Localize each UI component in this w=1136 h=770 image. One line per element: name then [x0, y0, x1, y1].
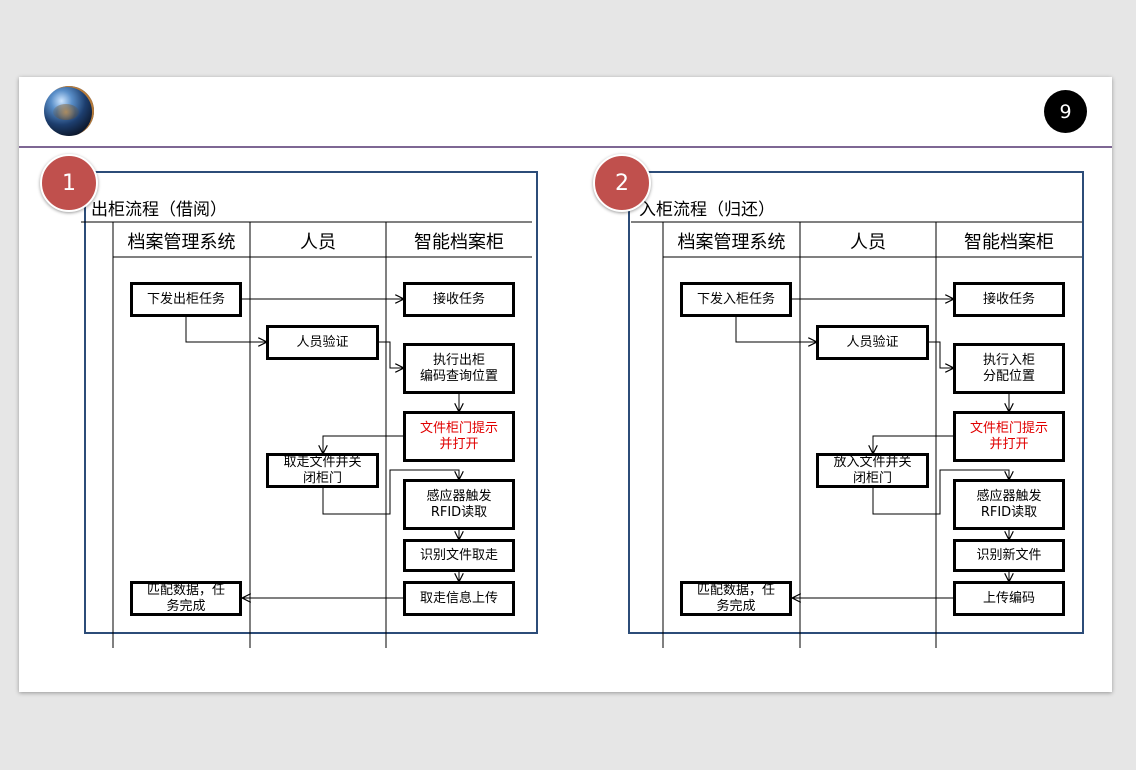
flow-arrow: [322, 469, 459, 515]
flow-connectors-1: [81, 221, 532, 648]
step-number-badge-2: 2: [593, 154, 651, 212]
flow-connectors-2: [631, 221, 1082, 648]
step-label: 放入文件并关 闭柜门: [833, 454, 912, 486]
step-box-identify: 识别新文件: [953, 539, 1065, 572]
globe-logo-icon: [44, 86, 94, 136]
step-box-verify-person: 人员验证: [816, 325, 929, 360]
step-label: 执行出柜 编码查询位置: [419, 352, 498, 384]
step-box-person-action: 取走文件并关 闭柜门: [266, 453, 379, 488]
step-label: 匹配数据，任 务完成: [146, 582, 225, 614]
step-label: 上传编码: [982, 590, 1035, 606]
step-box-verify-person: 人员验证: [266, 325, 379, 360]
step-label: 文件柜门提示 并打开: [419, 420, 498, 452]
lane-header: 档案管理系统: [677, 232, 786, 253]
step-label: 识别新文件: [976, 547, 1042, 563]
flow-arrow: [873, 435, 953, 453]
page-number-badge: 9: [1044, 90, 1087, 133]
step-box-execute-query: 执行入柜 分配位置: [953, 343, 1065, 394]
flow-title-checkin: 入柜流程（归还）: [639, 200, 775, 220]
step-box-match-done: 匹配数据，任 务完成: [680, 581, 792, 616]
step-label: 文件柜门提示 并打开: [969, 420, 1048, 452]
step-number-badge-1: 1: [40, 154, 98, 212]
flow-arrow: [185, 317, 266, 342]
flow-arrow: [872, 469, 1009, 515]
slide: 9 1 2 出柜流程（借阅） 入柜流程（归还） 档案管理系统 人员 智能档案柜下发出…: [19, 77, 1112, 692]
step-box-person-action: 放入文件并关 闭柜门: [816, 453, 929, 488]
step-box-execute-query: 执行出柜 编码查询位置: [403, 343, 515, 394]
flow-arrow: [929, 341, 953, 368]
step-label: 人员验证: [846, 334, 899, 350]
flow-arrow: [735, 317, 816, 342]
lane-header: 人员: [300, 232, 336, 253]
step-box-door-prompt: 文件柜门提示 并打开: [403, 411, 515, 462]
step-label: 识别文件取走: [419, 547, 498, 563]
step-box-issue-task: 下发出柜任务: [130, 282, 242, 317]
step-box-upload: 上传编码: [953, 581, 1065, 616]
step-label: 接收任务: [432, 291, 485, 307]
step-box-issue-task: 下发入柜任务: [680, 282, 792, 317]
step-label: 下发入柜任务: [696, 291, 775, 307]
step-box-sensor-rfid: 感应器触发 RFID读取: [953, 479, 1065, 530]
step-box-match-done: 匹配数据，任 务完成: [130, 581, 242, 616]
flow-arrow: [323, 435, 403, 453]
step-box-identify: 识别文件取走: [403, 539, 515, 572]
step-box-upload: 取走信息上传: [403, 581, 515, 616]
lane-header: 人员: [850, 232, 886, 253]
step-label: 接收任务: [982, 291, 1035, 307]
step-label: 取走信息上传: [419, 590, 498, 606]
step-label: 匹配数据，任 务完成: [696, 582, 775, 614]
step-label: 感应器触发 RFID读取: [426, 488, 492, 520]
step-box-sensor-rfid: 感应器触发 RFID读取: [403, 479, 515, 530]
flow-title-checkout: 出柜流程（借阅）: [91, 200, 227, 220]
lane-header: 智能档案柜: [414, 232, 504, 253]
lane-header: 智能档案柜: [964, 232, 1054, 253]
step-box-receive-task: 接收任务: [953, 282, 1065, 317]
flow-arrow: [379, 341, 403, 368]
step-label: 下发出柜任务: [146, 291, 225, 307]
step-label: 人员验证: [296, 334, 349, 350]
step-label: 执行入柜 分配位置: [982, 352, 1035, 384]
step-box-door-prompt: 文件柜门提示 并打开: [953, 411, 1065, 462]
lane-header: 档案管理系统: [127, 232, 236, 253]
step-label: 取走文件并关 闭柜门: [283, 454, 362, 486]
step-label: 感应器触发 RFID读取: [976, 488, 1042, 520]
step-box-receive-task: 接收任务: [403, 282, 515, 317]
header-divider: [19, 146, 1112, 148]
